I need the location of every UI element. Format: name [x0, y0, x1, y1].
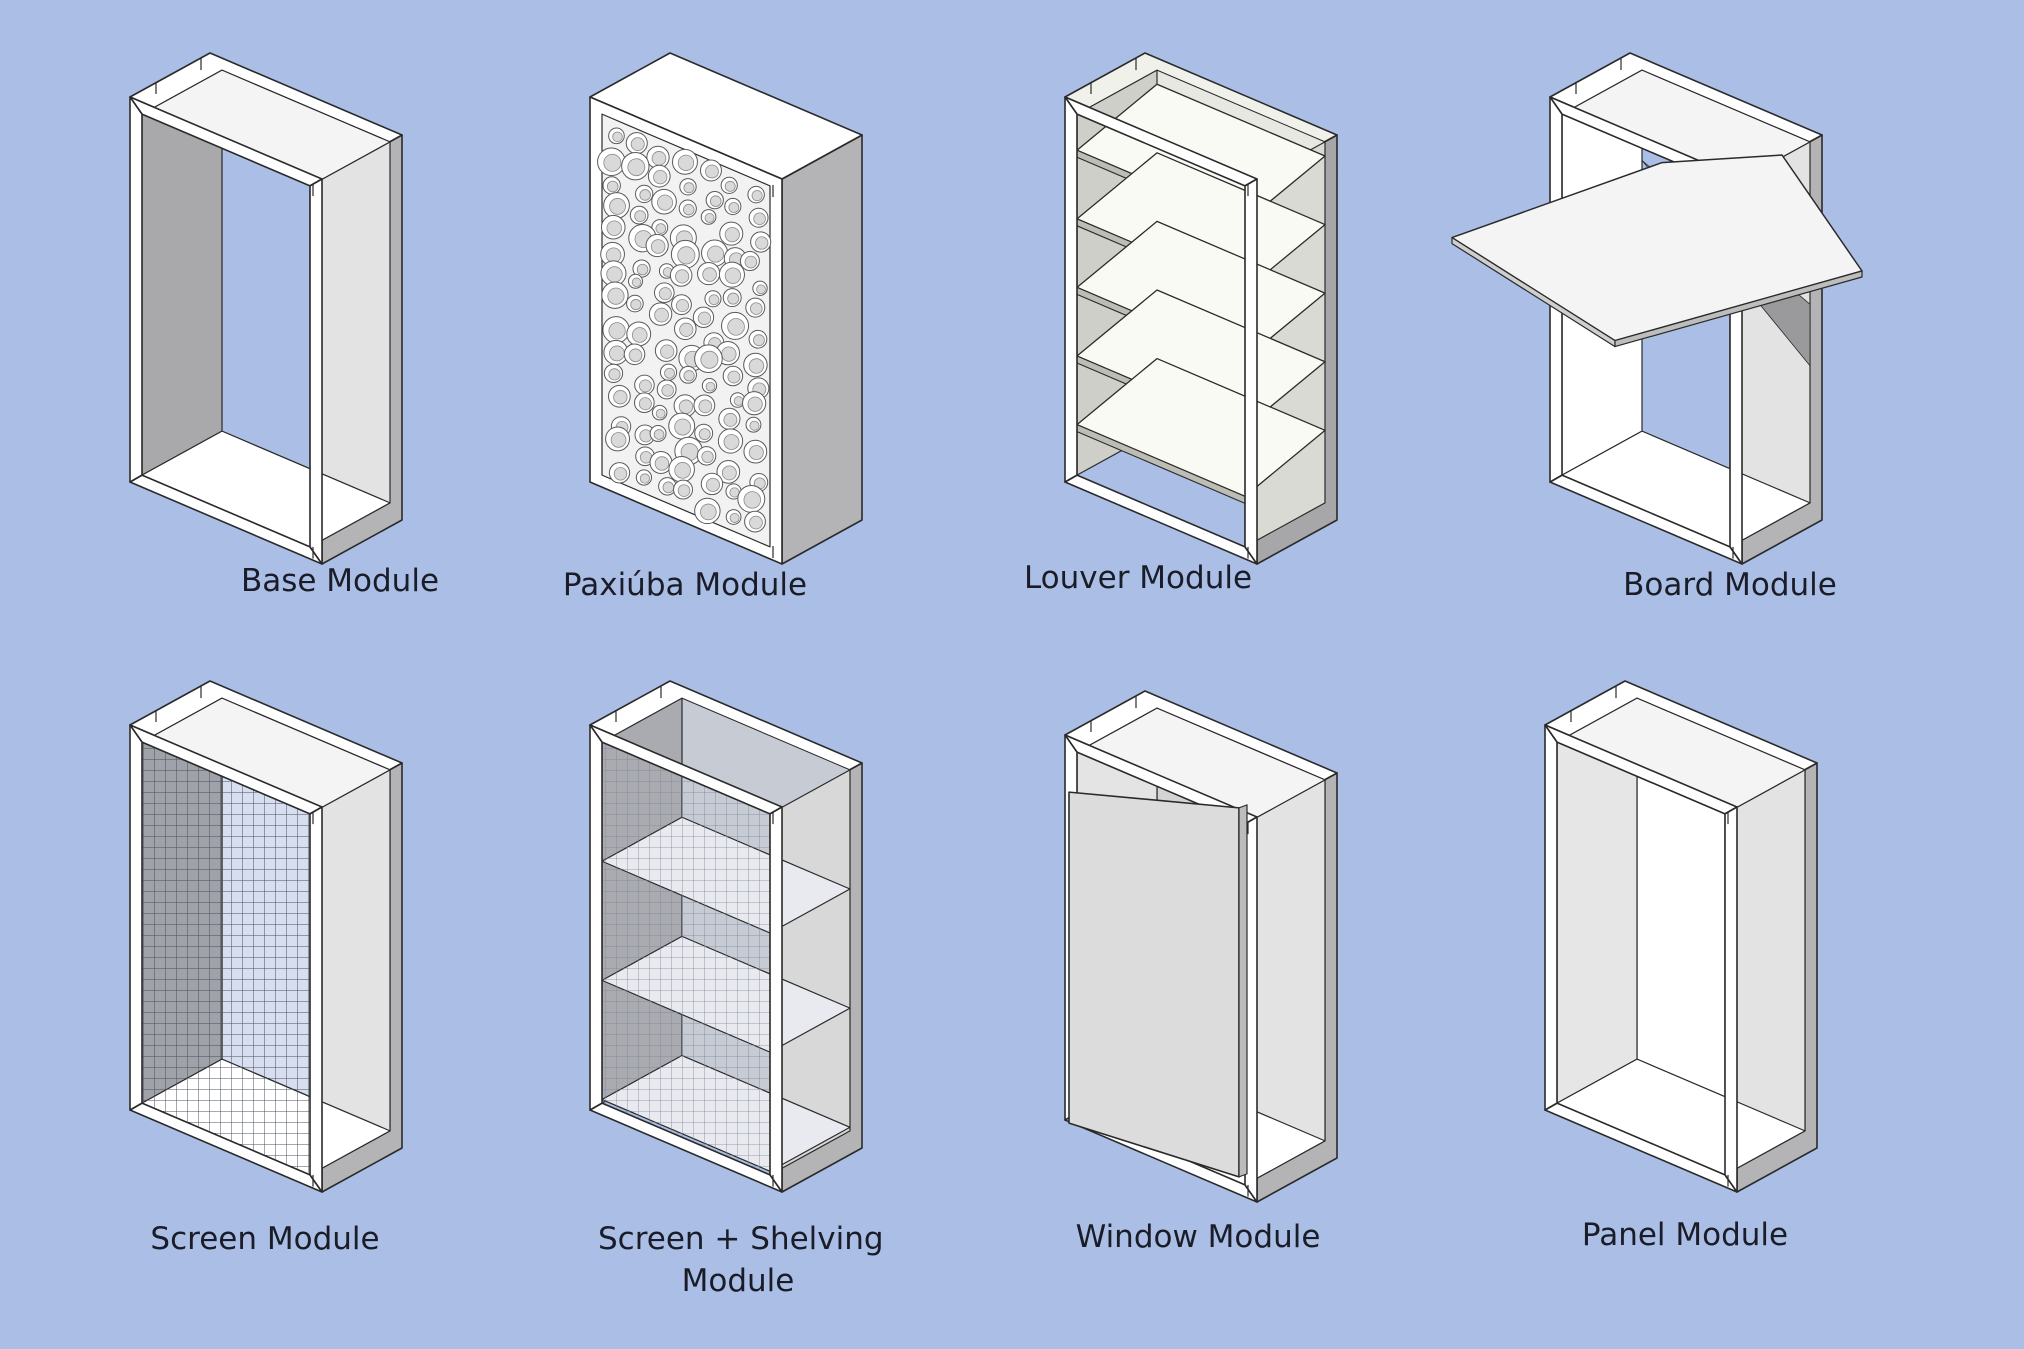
label-window-module: Window Module — [1068, 1216, 1328, 1258]
label-line: Panel Module — [1581, 1217, 1789, 1253]
label-paxiuba-module: Paxiúba Module — [560, 564, 810, 606]
screen-module-icon — [129, 680, 403, 1193]
panel-module-icon — [1544, 680, 1818, 1193]
label-line: Window Module — [1075, 1219, 1321, 1255]
window-module-icon — [1064, 690, 1338, 1203]
louver-module-icon — [1064, 52, 1338, 565]
label-line: Louver Module — [1023, 560, 1253, 596]
label-base-module: Base Module — [230, 560, 450, 602]
label-screen-shelving-module: Screen + Shelving Module — [598, 1218, 884, 1302]
label-line: Module — [681, 1263, 795, 1299]
base-module-icon — [129, 52, 403, 565]
paxiuba-trunks — [597, 127, 772, 533]
label-line: Paxiúba Module — [562, 567, 808, 603]
label-board-module: Board Module — [1610, 564, 1850, 606]
label-line: Screen Module — [150, 1221, 380, 1257]
label-line: Screen + Shelving — [598, 1221, 884, 1257]
label-screen-module: Screen Module — [145, 1218, 385, 1260]
screen-shelving-module-icon — [589, 680, 863, 1193]
label-louver-module: Louver Module — [1018, 557, 1258, 599]
label-line: Base Module — [240, 563, 440, 599]
board-module-icon — [1451, 52, 1863, 565]
paxiuba-module-icon — [589, 52, 863, 565]
label-line: Board Module — [1623, 567, 1837, 603]
label-panel-module: Panel Module — [1565, 1214, 1805, 1256]
